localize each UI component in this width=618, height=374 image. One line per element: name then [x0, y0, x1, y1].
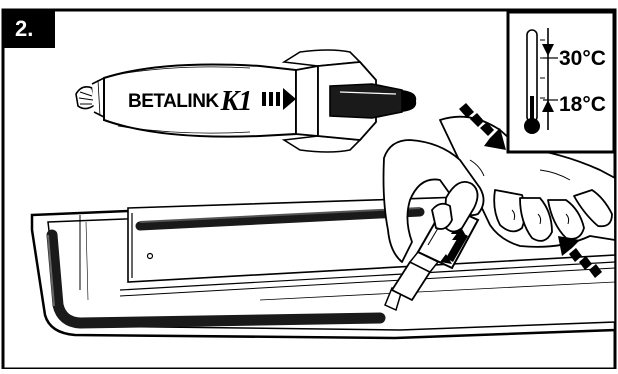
push-arrow-upper: [459, 103, 506, 150]
temperature-panel: [506, 10, 616, 154]
cartridge-nozzle: [384, 203, 480, 312]
adhesive-cartridge: [75, 49, 417, 153]
cartridge-brand-label: BETALINKK1: [128, 86, 253, 118]
step-number: 2.: [3, 10, 55, 48]
min-temperature-label: 18°C: [559, 93, 606, 116]
max-temperature-label: 30°C: [559, 47, 606, 70]
brand-name: BETALINK: [128, 91, 219, 112]
adhesive-bead: [46, 207, 425, 329]
min-arrow-icon: [542, 100, 554, 112]
push-arrow-lower: [558, 236, 602, 278]
hand: [382, 115, 616, 263]
thermometer-icon: [524, 29, 545, 134]
brand-model: K1: [220, 86, 253, 117]
max-arrow-icon: [542, 44, 554, 56]
